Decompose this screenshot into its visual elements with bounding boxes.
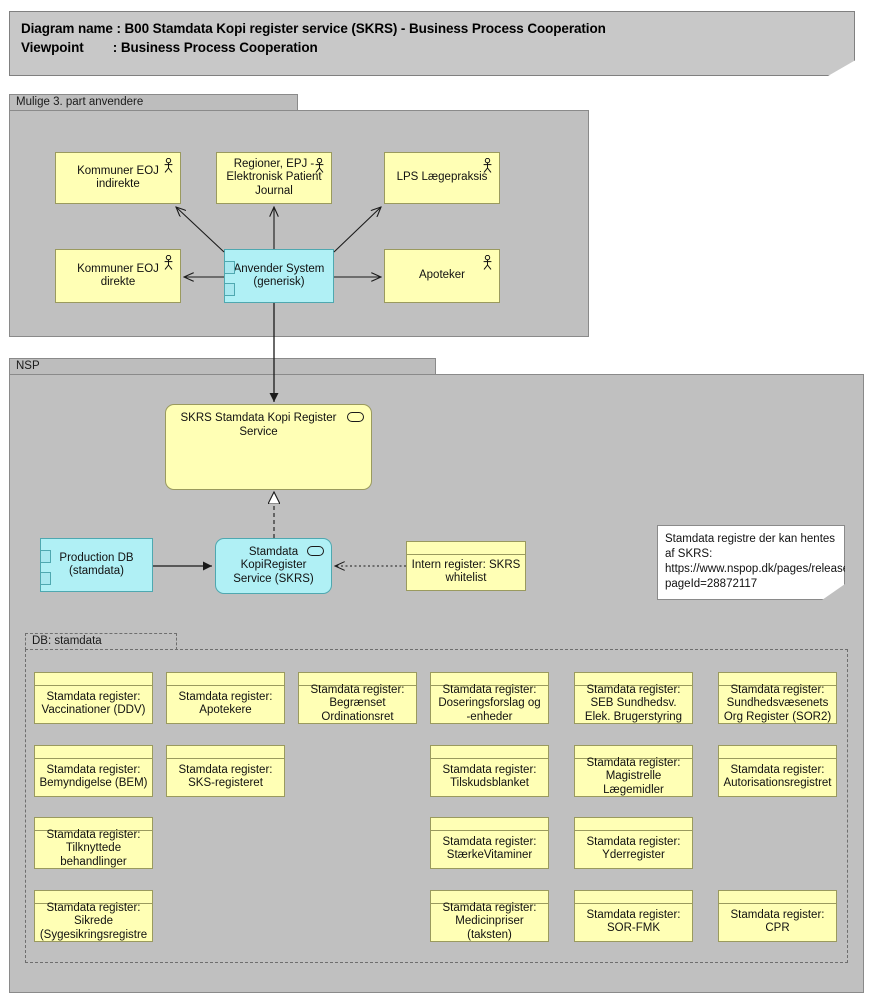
data-object-icon — [719, 673, 836, 686]
node-label: Stamdata KopiRegister Service (SKRS) — [233, 545, 314, 585]
node-reg-tilskud[interactable]: Stamdata register: Tilskudsblanket — [430, 745, 549, 797]
node-label: Stamdata register: Vaccinationer (DDV) — [41, 690, 146, 717]
node-label: Stamdata register: Begrænset Ordinations… — [310, 683, 405, 723]
note-text: Stamdata registre der kan hentes af SKRS… — [665, 533, 872, 590]
node-reg-dosering[interactable]: Stamdata register: Doseringsforslag og -… — [430, 672, 549, 724]
node-regioner-epj[interactable]: Regioner, EPJ - Elektronisk Patient Jour… — [216, 152, 332, 204]
data-object-icon — [407, 542, 525, 555]
node-reg-sorfmk[interactable]: Stamdata register: SOR-FMK — [574, 890, 693, 942]
actor-icon — [483, 255, 492, 270]
data-object-icon — [431, 673, 548, 686]
viewpoint-line: Viewpoint : Business Process Cooperation — [21, 40, 318, 55]
actor-icon — [164, 158, 173, 173]
node-reg-autorisation[interactable]: Stamdata register: Autorisationsregistre… — [718, 745, 837, 797]
group-third-party-tab: Mulige 3. part anvendere — [9, 94, 298, 111]
data-object-icon — [167, 673, 284, 686]
diagram-name-line: Diagram name : B00 Stamdata Kopi registe… — [21, 21, 606, 36]
data-object-icon — [575, 673, 692, 686]
node-label: Stamdata register: Sikrede (Sygesikrings… — [39, 901, 148, 941]
node-apoteker[interactable]: Apoteker — [384, 249, 500, 303]
actor-icon — [164, 255, 173, 270]
node-label: Stamdata register: Bemyndigelse (BEM) — [39, 763, 148, 790]
node-label: Stamdata register: Apotekere — [178, 690, 273, 717]
node-label: Stamdata register: Sundhedsvæsenets Org … — [723, 683, 832, 723]
node-reg-sikrede[interactable]: Stamdata register: Sikrede (Sygesikrings… — [34, 890, 153, 942]
node-reg-medicinpriser[interactable]: Stamdata register: Medicinpriser (takste… — [430, 890, 549, 942]
data-object-icon — [431, 891, 548, 904]
data-object-icon — [35, 891, 152, 904]
node-reg-sks[interactable]: Stamdata register: SKS-registeret — [166, 745, 285, 797]
node-label: Stamdata register: Tilskudsblanket — [442, 763, 537, 790]
data-object-icon — [575, 891, 692, 904]
data-object-icon — [167, 746, 284, 759]
node-label: Production DB (stamdata) — [59, 551, 134, 578]
node-label: Kommuner EOJ indirekte — [77, 164, 159, 191]
node-reg-apotekere[interactable]: Stamdata register: Apotekere — [166, 672, 285, 724]
node-reg-tilknyttede[interactable]: Stamdata register: Tilknyttede behandlin… — [34, 817, 153, 869]
node-reg-yderregister[interactable]: Stamdata register: Yderregister — [574, 817, 693, 869]
group-db-stamdata: DB: stamdata — [25, 633, 848, 963]
actor-icon — [483, 158, 492, 173]
node-label: Stamdata register: Medicinpriser (takste… — [442, 901, 537, 941]
node-kommuner-eoj-indirekte[interactable]: Kommuner EOJ indirekte — [55, 152, 181, 204]
node-label: LPS Lægepraksis — [396, 171, 488, 184]
service-icon — [307, 546, 324, 556]
component-icon — [41, 550, 51, 563]
node-label: Anvender System (generisk) — [233, 262, 325, 289]
data-object-icon — [431, 818, 548, 831]
node-label: Stamdata register: CPR — [730, 908, 825, 935]
node-lps-laegepraksis[interactable]: LPS Lægepraksis — [384, 152, 500, 204]
diagram-title-box: Diagram name : B00 Stamdata Kopi registe… — [9, 11, 855, 76]
node-label: Stamdata register: Doseringsforslag og -… — [438, 683, 541, 723]
component-icon — [41, 572, 51, 585]
note-skrs-registers[interactable]: Stamdata registre der kan hentes af SKRS… — [657, 525, 845, 600]
node-label: Stamdata register: Tilknyttede behandlin… — [46, 828, 141, 868]
node-label: Kommuner EOJ direkte — [77, 262, 159, 289]
group-nsp-label: NSP — [16, 360, 40, 372]
data-object-icon — [431, 746, 548, 759]
data-object-icon — [719, 746, 836, 759]
node-reg-begraenset[interactable]: Stamdata register: Begrænset Ordinations… — [298, 672, 417, 724]
data-object-icon — [35, 746, 152, 759]
data-object-icon — [575, 818, 692, 831]
component-icon — [225, 261, 235, 274]
node-kommuner-eoj-direkte[interactable]: Kommuner EOJ direkte — [55, 249, 181, 303]
group-db-stamdata-label: DB: stamdata — [32, 635, 102, 647]
node-label: Stamdata register: Yderregister — [586, 835, 681, 862]
node-reg-seb[interactable]: Stamdata register: SEB Sundhedsv. Elek. … — [574, 672, 693, 724]
data-object-icon — [299, 673, 416, 686]
data-object-icon — [719, 891, 836, 904]
node-anvender-system[interactable]: Anvender System (generisk) — [224, 249, 334, 303]
node-label: Stamdata register: Autorisationsregistre… — [723, 763, 832, 790]
data-object-icon — [575, 746, 692, 759]
node-reg-ddv[interactable]: Stamdata register: Vaccinationer (DDV) — [34, 672, 153, 724]
node-label: Regioner, EPJ - Elektronisk Patient Jour… — [226, 157, 322, 197]
node-label: Stamdata register: SOR-FMK — [586, 908, 681, 935]
node-stamdata-kopiregister-service-skrs[interactable]: Stamdata KopiRegister Service (SKRS) — [215, 538, 332, 594]
node-intern-register-skrs-whitelist[interactable]: Intern register: SKRS whitelist — [406, 541, 526, 591]
node-label: SKRS Stamdata Kopi Register Service — [180, 412, 337, 438]
node-reg-sor2[interactable]: Stamdata register: Sundhedsvæsenets Org … — [718, 672, 837, 724]
service-icon — [347, 412, 364, 422]
group-third-party-label: Mulige 3. part anvendere — [16, 96, 144, 108]
node-reg-staerkevitaminer[interactable]: Stamdata register: StærkeVitaminer — [430, 817, 549, 869]
data-object-icon — [35, 673, 152, 686]
node-label: Stamdata register: Magistrelle Lægemidle… — [586, 756, 681, 796]
actor-icon — [315, 158, 324, 173]
node-reg-cpr[interactable]: Stamdata register: CPR — [718, 890, 837, 942]
node-label: Stamdata register: SEB Sundhedsv. Elek. … — [584, 683, 683, 723]
node-reg-magistrelle[interactable]: Stamdata register: Magistrelle Lægemidle… — [574, 745, 693, 797]
node-label: Apoteker — [418, 269, 466, 282]
data-object-icon — [35, 818, 152, 831]
component-icon — [225, 283, 235, 296]
node-label: Stamdata register: SKS-registeret — [178, 763, 273, 790]
group-db-stamdata-tab: DB: stamdata — [25, 633, 177, 650]
group-db-stamdata-body — [25, 649, 848, 963]
node-skrs-stamdata-kopi-register-service[interactable]: SKRS Stamdata Kopi Register Service — [165, 404, 372, 490]
node-production-db[interactable]: Production DB (stamdata) — [40, 538, 153, 592]
group-nsp-tab: NSP — [9, 358, 436, 375]
node-label: Intern register: SKRS whitelist — [411, 558, 521, 585]
node-reg-bem[interactable]: Stamdata register: Bemyndigelse (BEM) — [34, 745, 153, 797]
node-label: Stamdata register: StærkeVitaminer — [442, 835, 537, 862]
